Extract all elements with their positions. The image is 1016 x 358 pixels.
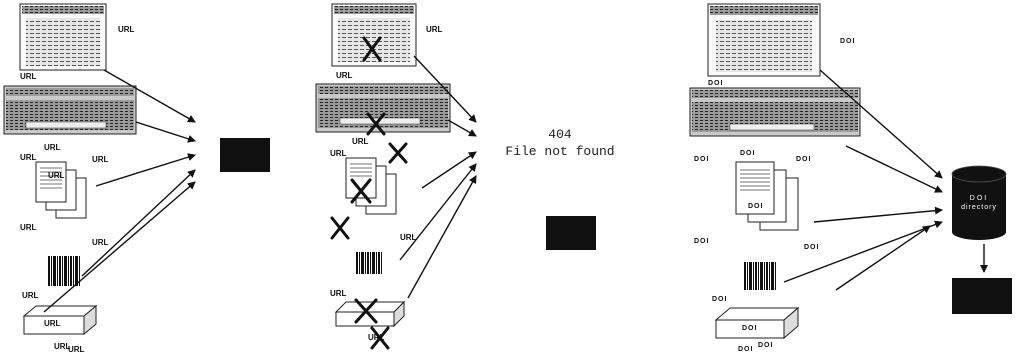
- doi-label: DOI: [694, 238, 709, 245]
- error-code: 404: [495, 128, 625, 141]
- url-label: URL: [330, 290, 346, 298]
- doi-label: DOI: [742, 325, 757, 332]
- url-label: URL: [44, 320, 60, 328]
- document-stack: [346, 158, 396, 214]
- url-label: URL: [368, 334, 384, 342]
- banner-screenshot: [690, 88, 860, 136]
- url-label: URL: [92, 156, 108, 164]
- webpage-thumbnail: [708, 4, 820, 76]
- barcode: [744, 262, 776, 290]
- webpage-thumbnail: [20, 4, 106, 70]
- url-label: URL: [68, 346, 84, 354]
- doi-directory-label: directory: [954, 204, 1004, 212]
- panel-dois: [690, 4, 1012, 338]
- webpage-thumbnail: [332, 4, 416, 66]
- doi-label: DOI: [840, 38, 855, 45]
- error-message: File not found: [495, 145, 625, 158]
- banner-screenshot: [316, 84, 450, 132]
- doi-directory-database: [952, 166, 1006, 240]
- doi-label: DOI: [708, 80, 723, 87]
- target-resource: [220, 138, 270, 172]
- url-label: URL: [118, 26, 134, 34]
- target-resource: [952, 278, 1012, 314]
- url-label: URL: [20, 73, 36, 81]
- doi-label: DOI: [712, 296, 727, 303]
- physical-item: [716, 308, 798, 338]
- doi-label: DOI: [758, 342, 773, 349]
- doi-label: DOI: [804, 244, 819, 251]
- banner-screenshot: [4, 86, 136, 134]
- url-label: URL: [22, 292, 38, 300]
- doi-label: DOI: [748, 203, 763, 210]
- document-stack: [736, 162, 798, 230]
- url-label: URL: [44, 144, 60, 152]
- barcode: [356, 252, 382, 274]
- url-label: URL: [426, 26, 442, 34]
- doi-directory-label: DOI: [954, 195, 1004, 203]
- doi-label: DOI: [796, 156, 811, 163]
- doi-label: DOI: [738, 346, 753, 353]
- url-label: URL: [20, 154, 36, 162]
- panel-broken-urls: [316, 4, 596, 348]
- doi-label: DOI: [740, 150, 755, 157]
- barcode: [48, 256, 80, 286]
- url-label: URL: [336, 72, 352, 80]
- panel-urls: [4, 4, 270, 334]
- url-label: URL: [92, 239, 108, 247]
- url-label: URL: [400, 234, 416, 242]
- url-label: URL: [330, 150, 346, 158]
- url-label: URL: [352, 138, 368, 146]
- url-label: URL: [48, 172, 64, 180]
- doi-label: DOI: [694, 156, 709, 163]
- url-label: URL: [20, 224, 36, 232]
- target-resource: [546, 216, 596, 250]
